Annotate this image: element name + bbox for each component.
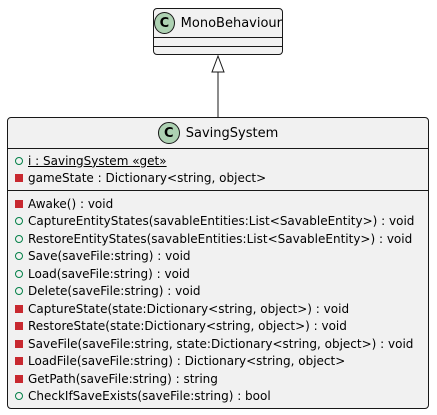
method-text: Awake() : void xyxy=(28,196,114,211)
method-row: Save(saveFile:string) : void xyxy=(8,248,428,266)
class-name: MonoBehaviour xyxy=(180,15,282,31)
field-row: i : SavingSystem «get» xyxy=(8,152,428,170)
method-text: Load(saveFile:string) : void xyxy=(28,266,190,281)
method-text: Delete(saveFile:string) : void xyxy=(28,284,201,299)
method-row: CaptureState(state:Dictionary<string, ob… xyxy=(8,300,428,318)
private-visibility-icon xyxy=(15,304,23,313)
class-badge-icon: C xyxy=(157,122,180,144)
method-row: LoadFile(saveFile:string) : Dictionary<s… xyxy=(8,353,428,371)
method-text: GetPath(saveFile:string) : string xyxy=(28,371,218,386)
private-visibility-icon xyxy=(15,357,23,366)
method-row: Load(saveFile:string) : void xyxy=(8,265,428,283)
method-row: Awake() : void xyxy=(8,195,428,213)
private-visibility-icon xyxy=(15,322,23,331)
public-visibility-icon xyxy=(15,392,23,401)
method-text: CaptureEntityStates(savableEntities:List… xyxy=(28,214,415,229)
method-row: GetPath(saveFile:string) : string xyxy=(8,370,428,388)
method-text: CheckIfSaveExists(saveFile:string) : boo… xyxy=(28,389,271,404)
private-visibility-icon xyxy=(15,374,23,383)
method-text: Save(saveFile:string) : void xyxy=(28,249,191,264)
class-savingsystem: C SavingSystem i : SavingSystem «get» ga… xyxy=(7,117,429,409)
fields-section: i : SavingSystem «get» gameState : Dicti… xyxy=(8,148,428,190)
public-visibility-icon xyxy=(15,252,23,261)
field-text: i : SavingSystem «get» xyxy=(28,153,167,168)
public-visibility-icon xyxy=(15,287,23,296)
method-text: RestoreState(state:Dictionary<string, ob… xyxy=(28,319,347,334)
public-visibility-icon xyxy=(15,269,23,278)
public-visibility-icon xyxy=(15,156,23,165)
class-header: C SavingSystem xyxy=(8,118,428,148)
class-name: SavingSystem xyxy=(185,125,279,141)
private-visibility-icon xyxy=(15,199,23,208)
field-text: gameState : Dictionary<string, object> xyxy=(28,171,267,186)
method-text: RestoreEntityStates(savableEntities:List… xyxy=(28,231,413,246)
method-row: CheckIfSaveExists(saveFile:string) : boo… xyxy=(8,388,428,406)
public-visibility-icon xyxy=(15,217,23,226)
method-row: SaveFile(saveFile:string, state:Dictiona… xyxy=(8,335,428,353)
methods-section: Awake() : void CaptureEntityStates(savab… xyxy=(8,190,428,405)
private-visibility-icon xyxy=(15,174,23,183)
class-monobehaviour: C MonoBehaviour xyxy=(153,8,283,55)
method-text: CaptureState(state:Dictionary<string, ob… xyxy=(28,301,350,316)
method-row: Delete(saveFile:string) : void xyxy=(8,283,428,301)
method-text: SaveFile(saveFile:string, state:Dictiona… xyxy=(28,336,414,351)
fields-divider xyxy=(154,37,282,46)
method-row: RestoreEntityStates(savableEntities:List… xyxy=(8,230,428,248)
class-badge-icon: C xyxy=(154,12,175,34)
private-visibility-icon xyxy=(15,339,23,348)
method-row: RestoreState(state:Dictionary<string, ob… xyxy=(8,318,428,336)
field-row: gameState : Dictionary<string, object> xyxy=(8,170,428,188)
method-text: LoadFile(saveFile:string) : Dictionary<s… xyxy=(28,354,346,369)
method-row: CaptureEntityStates(savableEntities:List… xyxy=(8,213,428,231)
class-header: C MonoBehaviour xyxy=(154,9,282,37)
methods-divider xyxy=(154,46,282,47)
public-visibility-icon xyxy=(15,234,23,243)
